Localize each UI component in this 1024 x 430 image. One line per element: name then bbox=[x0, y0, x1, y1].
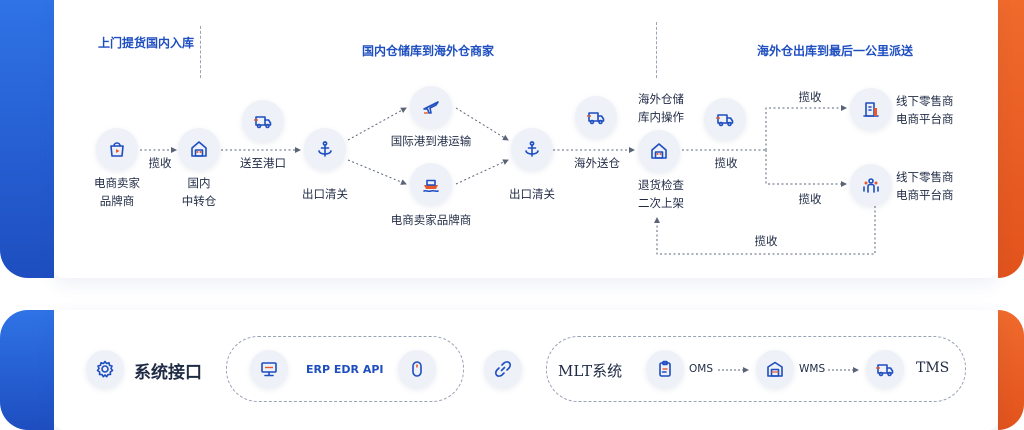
right-accent-band bbox=[998, 310, 1024, 430]
erp-api-label: ERP EDR API bbox=[306, 363, 384, 376]
monitor-node bbox=[250, 350, 288, 388]
tms-label: TMS bbox=[916, 360, 950, 376]
seller-label: 电商卖家品牌商 bbox=[94, 176, 140, 208]
overseas-warehouse-node bbox=[638, 130, 680, 172]
warehouse-icon bbox=[191, 141, 207, 157]
intl-transport-label: 国际港到港运输 bbox=[390, 134, 472, 148]
mouse-node bbox=[398, 350, 436, 388]
anchor-icon bbox=[318, 141, 332, 157]
mlt-system-group bbox=[546, 336, 966, 402]
truck-node bbox=[575, 96, 617, 138]
oms-label: OMS bbox=[689, 363, 713, 375]
building-icon bbox=[863, 102, 879, 117]
warehouse-icon bbox=[767, 361, 783, 377]
ship-icon bbox=[423, 179, 439, 193]
edge-label-pickup: 揽收 bbox=[148, 156, 172, 170]
domestic-warehouse-label: 国内中转仓 bbox=[181, 176, 217, 208]
export-customs-label-1: 出口清关 bbox=[302, 187, 348, 201]
edge-label-to-port: 送至港口 bbox=[240, 156, 286, 170]
seller-brand-label: 电商卖家品牌商 bbox=[390, 213, 472, 227]
returns-label: 退货检查二次上架 bbox=[638, 178, 684, 210]
wms-label: WMS bbox=[799, 363, 826, 375]
oms-node bbox=[646, 350, 684, 388]
edge-label-overseas-delivery: 海外送仓 bbox=[574, 156, 620, 170]
left-accent-band bbox=[0, 0, 54, 278]
flow-connectors bbox=[140, 105, 876, 255]
right-accent-band bbox=[998, 0, 1024, 278]
anchor-icon bbox=[525, 141, 539, 157]
system-connectors bbox=[718, 367, 859, 373]
mouse-icon bbox=[412, 361, 422, 377]
monitor-icon bbox=[261, 362, 277, 377]
online-platform-node bbox=[850, 164, 892, 206]
people-icon bbox=[863, 178, 879, 193]
edge-label-pickup: 揽收 bbox=[714, 156, 738, 170]
edge-label-pickup: 揽收 bbox=[798, 192, 822, 206]
gear-icon bbox=[96, 360, 114, 378]
warehouse-icon bbox=[651, 143, 667, 159]
link-icon bbox=[495, 361, 511, 377]
system-title: 系统接口 bbox=[134, 363, 202, 383]
export-customs-label-2: 出口清关 bbox=[509, 187, 555, 201]
section-divider bbox=[200, 26, 201, 78]
truck-node bbox=[242, 100, 284, 142]
ocean-shipping-node bbox=[410, 163, 452, 205]
truck-icon bbox=[716, 114, 734, 127]
shopping-bag-icon bbox=[110, 142, 124, 157]
tms-node bbox=[866, 350, 904, 388]
edge-label-pickup: 揽收 bbox=[798, 90, 822, 104]
left-accent-band bbox=[0, 310, 54, 430]
mlt-system-label: MLT系统 bbox=[558, 362, 623, 380]
export-customs-node-1 bbox=[304, 128, 346, 170]
truck-icon bbox=[587, 112, 605, 125]
link-node bbox=[484, 350, 522, 388]
settings-node bbox=[86, 350, 124, 388]
retail-label-2: 线下零售商电商平台商 bbox=[896, 170, 954, 202]
truck-icon bbox=[254, 116, 272, 129]
section-header-domestic-to-overseas: 国内仓储库到海外仓商家 bbox=[362, 44, 495, 58]
export-customs-node-2 bbox=[511, 128, 553, 170]
seller-node bbox=[96, 128, 138, 170]
system-interface-panel: 系统接口 ERP EDR API MLT系统 bbox=[0, 310, 1024, 430]
domestic-warehouse-node bbox=[178, 128, 220, 170]
overseas-ops-label: 海外仓储库内操作 bbox=[638, 92, 684, 124]
retail-store-node bbox=[850, 88, 892, 130]
section-header-pickup: 上门提货国内入库 bbox=[98, 36, 195, 50]
wms-node bbox=[756, 350, 794, 388]
airplane-icon bbox=[423, 101, 439, 114]
logistics-flow-panel: 上门提货国内入库 国内仓储库到海外仓商家 海外仓出库到最后一公里派送 电商卖家品… bbox=[0, 0, 1024, 278]
section-divider bbox=[656, 22, 657, 78]
erp-api-group bbox=[226, 336, 464, 402]
truck-node bbox=[704, 98, 746, 140]
intl-transport-node bbox=[410, 86, 452, 128]
truck-icon bbox=[876, 364, 894, 377]
edge-label-pickup-return: 揽收 bbox=[754, 234, 778, 248]
clipboard-icon bbox=[659, 360, 671, 377]
retail-label-1: 线下零售商电商平台商 bbox=[896, 94, 954, 126]
section-header-last-mile: 海外仓出库到最后一公里派送 bbox=[757, 44, 914, 58]
